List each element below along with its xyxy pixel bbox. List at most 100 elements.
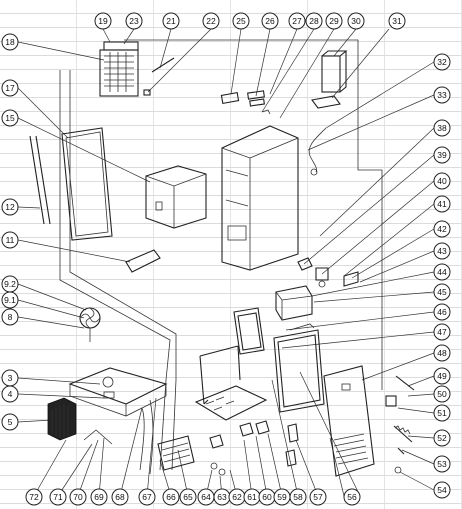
callout-70: 70	[69, 488, 87, 506]
callout-26: 26	[261, 12, 279, 30]
svg-text:62: 62	[232, 492, 242, 502]
svg-text:9.1: 9.1	[4, 295, 16, 305]
svg-text:30: 30	[351, 16, 361, 26]
clip-part	[143, 89, 151, 96]
svg-text:65: 65	[183, 492, 193, 502]
svg-text:9.2: 9.2	[4, 279, 16, 289]
callout-32: 32	[433, 53, 451, 71]
callout-21: 21	[162, 12, 180, 30]
svg-text:47: 47	[437, 327, 447, 337]
callout-23: 23	[125, 12, 143, 30]
callout-64: 64	[197, 488, 215, 506]
svg-text:41: 41	[437, 199, 447, 209]
module-27	[249, 98, 265, 107]
callout-62: 62	[228, 488, 246, 506]
svg-text:27: 27	[292, 16, 302, 26]
callout-67: 67	[138, 488, 156, 506]
svg-text:70: 70	[73, 492, 83, 502]
drawer-44	[275, 285, 313, 321]
base-plate	[194, 385, 268, 421]
svg-text:42: 42	[437, 224, 447, 234]
parts-drawing	[29, 39, 415, 477]
switch-51	[385, 395, 397, 407]
callout-29: 29	[325, 12, 343, 30]
valve-58	[287, 423, 299, 443]
svg-text:8: 8	[8, 312, 13, 322]
svg-text:29: 29	[329, 16, 339, 26]
bracket-38	[297, 257, 313, 271]
callout-45: 45	[433, 283, 451, 301]
svg-text:43: 43	[437, 246, 447, 256]
svg-text:18: 18	[5, 37, 15, 47]
svg-text:3: 3	[8, 373, 13, 383]
tube-67	[149, 399, 154, 475]
callout-3: 3	[1, 369, 19, 387]
svg-text:52: 52	[437, 433, 447, 443]
svg-text:49: 49	[437, 371, 447, 381]
svg-text:31: 31	[392, 16, 402, 26]
base-tray	[68, 367, 168, 417]
callout-31: 31	[388, 12, 406, 30]
callout-51: 51	[433, 404, 451, 422]
callout-27: 27	[288, 12, 306, 30]
leader-lines	[17, 28, 435, 497]
callout-30: 30	[347, 12, 365, 30]
callout-4: 4	[1, 385, 19, 403]
callout-17: 17	[1, 79, 19, 97]
cup-59	[255, 420, 270, 435]
callout-60: 60	[258, 488, 276, 506]
tube-70	[83, 429, 113, 445]
svg-text:54: 54	[437, 485, 447, 495]
spring-52	[393, 425, 413, 443]
svg-text:33: 33	[437, 90, 447, 100]
tube-66	[139, 407, 145, 471]
callout-19: 19	[94, 12, 112, 30]
callout-9-2: 9.2	[1, 275, 19, 293]
svg-text:4: 4	[8, 389, 13, 399]
callout-group: 19 23 21 22 25 26 27 28 29 30 31 18 17 1…	[1, 12, 451, 506]
module-26	[247, 90, 265, 100]
callout-72: 72	[25, 488, 43, 506]
svg-text:28: 28	[309, 16, 319, 26]
cable	[308, 127, 327, 173]
pad-31	[311, 95, 341, 109]
frame-48	[273, 329, 325, 413]
svg-text:64: 64	[201, 492, 211, 502]
nut-62	[218, 468, 226, 476]
svg-text:69: 69	[94, 492, 104, 502]
callout-9-1: 9.1	[1, 291, 19, 309]
back-panel	[323, 365, 375, 477]
callout-12: 12	[1, 198, 19, 216]
callout-57: 57	[309, 488, 327, 506]
callout-71: 71	[49, 488, 67, 506]
callout-15: 15	[1, 109, 19, 127]
callout-58: 58	[289, 488, 307, 506]
bracket-43	[343, 271, 359, 287]
callout-44: 44	[433, 263, 451, 281]
svg-text:39: 39	[437, 150, 447, 160]
compressor	[47, 397, 77, 441]
callout-41: 41	[433, 195, 451, 213]
svg-text:61: 61	[247, 492, 257, 502]
rack-47	[199, 345, 241, 405]
callout-53: 53	[433, 455, 451, 473]
callout-54: 54	[433, 481, 451, 499]
cabinet	[221, 125, 299, 271]
box-30	[321, 50, 348, 93]
svg-text:57: 57	[313, 492, 323, 502]
callout-40: 40	[433, 172, 451, 190]
ice-bin	[145, 165, 207, 229]
callout-22: 22	[202, 12, 220, 30]
svg-text:17: 17	[5, 83, 15, 93]
svg-text:32: 32	[437, 57, 447, 67]
callout-47: 47	[433, 323, 451, 341]
svg-text:26: 26	[265, 16, 275, 26]
callout-28: 28	[305, 12, 323, 30]
svg-text:66: 66	[166, 492, 176, 502]
svg-text:15: 15	[5, 113, 15, 123]
svg-text:60: 60	[262, 492, 272, 502]
svg-text:48: 48	[437, 348, 447, 358]
svg-text:67: 67	[142, 492, 152, 502]
rod-part	[151, 57, 175, 73]
